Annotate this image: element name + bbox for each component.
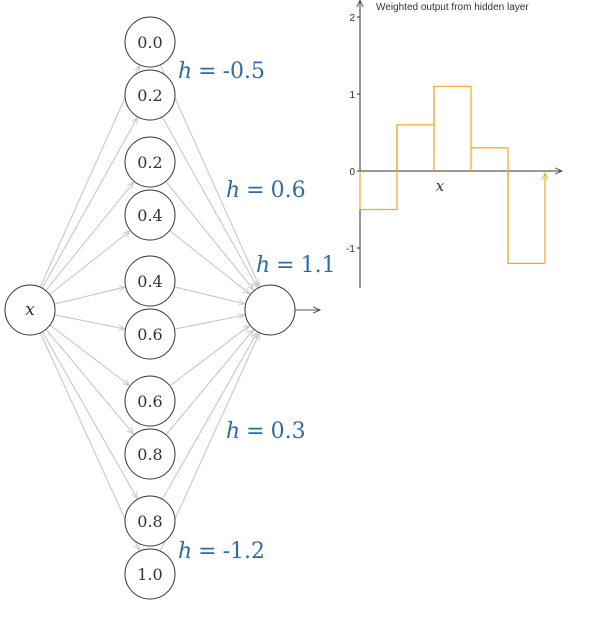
edge-input-to-hidden [45, 328, 133, 434]
equals-sign: = [198, 59, 216, 84]
hidden-node: 0.0 [124, 16, 176, 68]
y-tick-label: 2 [349, 13, 355, 24]
y-tick-label: 1 [349, 90, 355, 101]
hidden-weight-labels: h=-0.5h=0.6h=1.1h=0.3h=-1.2 [178, 59, 336, 564]
hidden-node: 0.8 [124, 495, 176, 547]
h-value: -1.2 [223, 539, 265, 564]
hidden-node-bias-label: 0.8 [137, 512, 162, 531]
h-value: 0.3 [271, 419, 306, 444]
h-symbol: h [256, 253, 270, 278]
hidden-node-bias-label: 0.6 [137, 392, 162, 411]
input-node: x [4, 284, 56, 336]
equals-sign: = [246, 178, 264, 203]
edge-input-to-hidden [39, 66, 140, 288]
hidden-node: 0.4 [124, 255, 176, 307]
edge-hidden-to-output [161, 333, 257, 500]
edge-input-to-hidden [39, 332, 140, 551]
y-tick-label: -1 [346, 244, 355, 255]
h-symbol: h [226, 419, 240, 444]
edge-hidden-to-output [169, 326, 249, 387]
hidden-node-bias-label: 0.2 [137, 153, 162, 172]
chart-title: Weighted output from hidden layer [376, 2, 529, 13]
hidden-node: 0.6 [124, 375, 176, 427]
edge-hidden-to-output [169, 230, 250, 294]
equals-sign: = [246, 419, 264, 444]
hidden-pair-weight-label: h= 0.3 [226, 419, 306, 444]
network-nodes: x 0.0 0.2 0.2 0.4 0.4 0.6 0.6 0.8 0.8 1.0 [4, 16, 320, 600]
equals-sign: = [276, 253, 294, 278]
h-symbol: h [178, 539, 192, 564]
h-value: -0.5 [223, 59, 265, 84]
edge-input-to-hidden [41, 118, 137, 289]
edge-input-to-hidden [54, 314, 125, 329]
step-line [360, 85, 545, 264]
hidden-pair-weight-label: h= -0.5 [178, 59, 265, 84]
edge-input-to-hidden [45, 182, 134, 291]
hidden-pair-weight-label: h= 1.1 [256, 253, 336, 278]
hidden-node-bias-label: 1.0 [137, 565, 162, 584]
h-symbol: h [226, 178, 240, 203]
edge-input-to-hidden [49, 231, 130, 295]
h-value: 0.6 [271, 178, 306, 203]
edge-input-to-hidden [54, 287, 124, 305]
edge-hidden-to-output [159, 334, 260, 552]
hidden-pair-weight-label: h= -1.2 [178, 539, 265, 564]
equals-sign: = [198, 539, 216, 564]
edge-hidden-to-output [174, 315, 245, 330]
edge-hidden-to-output [165, 181, 254, 289]
y-ticks: 2 1 0 -1 [346, 13, 360, 255]
hidden-node: 0.2 [124, 69, 176, 121]
weighted-output-chart: Weighted output from hidden layer x 2 1 0 -… [346, 0, 562, 288]
hidden-node: 0.6 [124, 308, 176, 360]
hidden-node: 0.8 [124, 428, 176, 480]
hidden-node-bias-label: 0.6 [137, 325, 162, 344]
hidden-node: 0.4 [124, 189, 176, 241]
output-node [244, 284, 296, 336]
hidden-node-bias-label: 0.0 [137, 33, 162, 52]
edge-input-to-hidden [49, 324, 129, 385]
edge-hidden-to-output [159, 64, 260, 286]
hidden-node-bias-label: 0.4 [137, 206, 162, 225]
edge-hidden-to-output [174, 286, 244, 304]
y-tick-label: 0 [349, 167, 355, 178]
edge-input-to-hidden [41, 331, 137, 499]
edge-hidden-to-output [161, 116, 257, 287]
step-series [359, 85, 545, 264]
h-value: 1.1 [301, 253, 336, 278]
edge-hidden-to-output [165, 330, 253, 436]
hidden-node: 0.2 [124, 136, 176, 188]
input-node-label: x [25, 300, 35, 320]
x-axis-label: x [436, 177, 445, 195]
hidden-node-bias-label: 0.4 [137, 272, 162, 291]
hidden-pair-weight-label: h= 0.6 [226, 178, 306, 203]
hidden-node-bias-label: 0.8 [137, 445, 162, 464]
hidden-node: 1.0 [124, 548, 176, 600]
h-symbol: h [178, 59, 192, 84]
network-edges [39, 64, 260, 552]
hidden-node-bias-label: 0.2 [137, 86, 162, 105]
